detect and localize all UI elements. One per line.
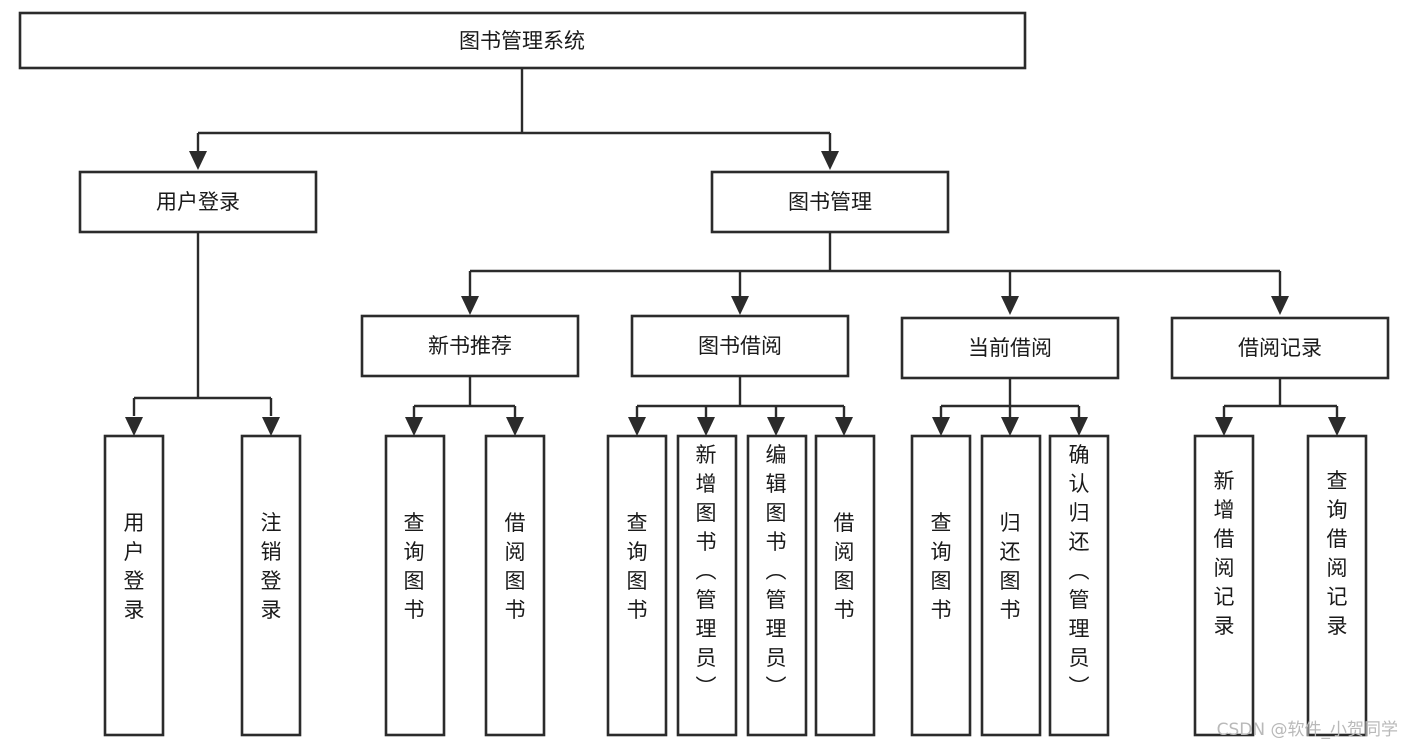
node-leaf-query-book-1-label: 查询图书	[404, 511, 425, 622]
node-root-box[interactable]	[18, 11, 1027, 70]
arrow-to-new-book-rec	[461, 296, 479, 315]
node-leaf-borrow-book-1-box[interactable]	[484, 434, 546, 737]
node-leaf-add-book-admin[interactable]: 新增图书︵管理员︶	[676, 434, 738, 737]
arrow-leaf-logout	[262, 417, 280, 436]
connector-layer	[125, 69, 1346, 436]
arrow-leaf-add-book-admin	[697, 417, 715, 436]
node-leaf-logout-box[interactable]	[240, 434, 302, 737]
node-leaf-borrow-book-1[interactable]: 借阅图书	[484, 434, 546, 737]
node-leaf-user-login-box[interactable]	[103, 434, 165, 737]
node-user-login-label: 用户登录	[156, 190, 240, 214]
node-leaf-borrow-book-2-box[interactable]	[814, 434, 876, 737]
node-leaf-query-book-1-box[interactable]	[384, 434, 446, 737]
arrow-leaf-query-record	[1328, 417, 1346, 436]
node-current-borrow[interactable]: 当前借阅	[900, 316, 1120, 380]
arrow-leaf-query-book-2	[628, 417, 646, 436]
node-leaf-confirm-return-admin[interactable]: 确认归还︵管理员︶	[1048, 434, 1110, 737]
node-leaf-query-book-2-box[interactable]	[606, 434, 668, 737]
node-leaf-query-book-3-label: 查询图书	[931, 511, 952, 622]
node-leaf-query-record-label: 查询借阅记录	[1327, 469, 1348, 638]
node-leaf-add-record-label: 新增借阅记录	[1214, 469, 1235, 638]
node-leaf-query-book-3[interactable]: 查询图书	[910, 434, 972, 737]
node-book-borrow[interactable]: 图书借阅	[630, 314, 850, 378]
node-leaf-borrow-book-1-label: 借阅图书	[505, 511, 526, 622]
node-borrow-record[interactable]: 借阅记录	[1170, 316, 1390, 380]
arrow-leaf-query-book-1	[405, 417, 423, 436]
node-book-manage[interactable]: 图书管理	[710, 170, 950, 234]
node-leaf-add-book-admin-label: 新增图书︵管理员︶	[696, 443, 717, 699]
node-current-borrow-label: 当前借阅	[968, 336, 1052, 360]
node-leaf-confirm-return-admin-box[interactable]	[1048, 434, 1110, 737]
arrow-to-current-borrow	[1001, 296, 1019, 315]
node-user-login-box[interactable]	[78, 170, 318, 234]
node-book-manage-label: 图书管理	[788, 190, 872, 214]
node-leaf-edit-book-admin-box[interactable]	[746, 434, 808, 737]
node-leaf-query-book-2-label: 查询图书	[627, 511, 648, 622]
node-leaf-return-book-box[interactable]	[980, 434, 1042, 737]
node-leaf-logout-label: 注销登录	[261, 511, 282, 622]
node-user-login[interactable]: 用户登录	[78, 170, 318, 234]
node-borrow-record-box[interactable]	[1170, 316, 1390, 380]
node-current-borrow-box[interactable]	[900, 316, 1120, 380]
node-leaf-edit-book-admin[interactable]: 编辑图书︵管理员︶	[746, 434, 808, 737]
node-book-borrow-box[interactable]	[630, 314, 850, 378]
node-leaf-borrow-book-2[interactable]: 借阅图书	[814, 434, 876, 737]
node-book-manage-box[interactable]	[710, 170, 950, 234]
node-root[interactable]: 图书管理系统	[18, 11, 1027, 70]
node-leaf-add-record-box[interactable]	[1193, 434, 1255, 737]
node-borrow-record-label: 借阅记录	[1238, 336, 1322, 360]
arrow-leaf-user-login	[125, 417, 143, 436]
node-new-book-rec[interactable]: 新书推荐	[360, 314, 580, 378]
node-leaf-confirm-return-admin-label: 确认归还︵管理员︶	[1069, 443, 1090, 699]
node-leaf-query-record[interactable]: 查询借阅记录	[1306, 434, 1368, 737]
node-leaf-add-record[interactable]: 新增借阅记录	[1193, 434, 1255, 737]
node-leaf-logout[interactable]: 注销登录	[240, 434, 302, 737]
arrow-leaf-edit-book-admin	[767, 417, 785, 436]
node-leaf-query-book-2[interactable]: 查询图书	[606, 434, 668, 737]
node-leaf-query-book-1[interactable]: 查询图书	[384, 434, 446, 737]
node-leaf-borrow-book-2-label: 借阅图书	[834, 511, 855, 622]
arrow-to-book-manage	[821, 151, 839, 170]
arrow-leaf-confirm-return-admin	[1070, 417, 1088, 436]
arrow-leaf-return-book	[1001, 417, 1019, 436]
node-leaf-user-login-label: 用户登录	[124, 511, 145, 622]
node-leaf-user-login[interactable]: 用户登录	[103, 434, 165, 737]
node-root-label: 图书管理系统	[459, 29, 585, 53]
csdn-watermark: CSDN @软件_小贺同学	[1217, 720, 1398, 740]
arrow-leaf-borrow-book-1	[506, 417, 524, 436]
arrow-to-user-login	[189, 151, 207, 170]
node-leaf-query-record-box[interactable]	[1306, 434, 1368, 737]
arrow-leaf-add-record	[1215, 417, 1233, 436]
arrow-leaf-borrow-book-2	[835, 417, 853, 436]
node-new-book-rec-label: 新书推荐	[428, 334, 512, 358]
arrow-to-borrow-record	[1271, 296, 1289, 315]
node-leaf-query-book-3-box[interactable]	[910, 434, 972, 737]
arrow-leaf-query-book-3	[932, 417, 950, 436]
node-new-book-rec-box[interactable]	[360, 314, 580, 378]
node-leaf-edit-book-admin-label: 编辑图书︵管理员︶	[766, 443, 787, 699]
node-book-borrow-label: 图书借阅	[698, 334, 782, 358]
node-leaf-add-book-admin-box[interactable]	[676, 434, 738, 737]
arrow-to-book-borrow	[731, 296, 749, 315]
node-leaf-return-book-label: 归还图书	[1000, 511, 1021, 622]
node-leaf-return-book[interactable]: 归还图书	[980, 434, 1042, 737]
